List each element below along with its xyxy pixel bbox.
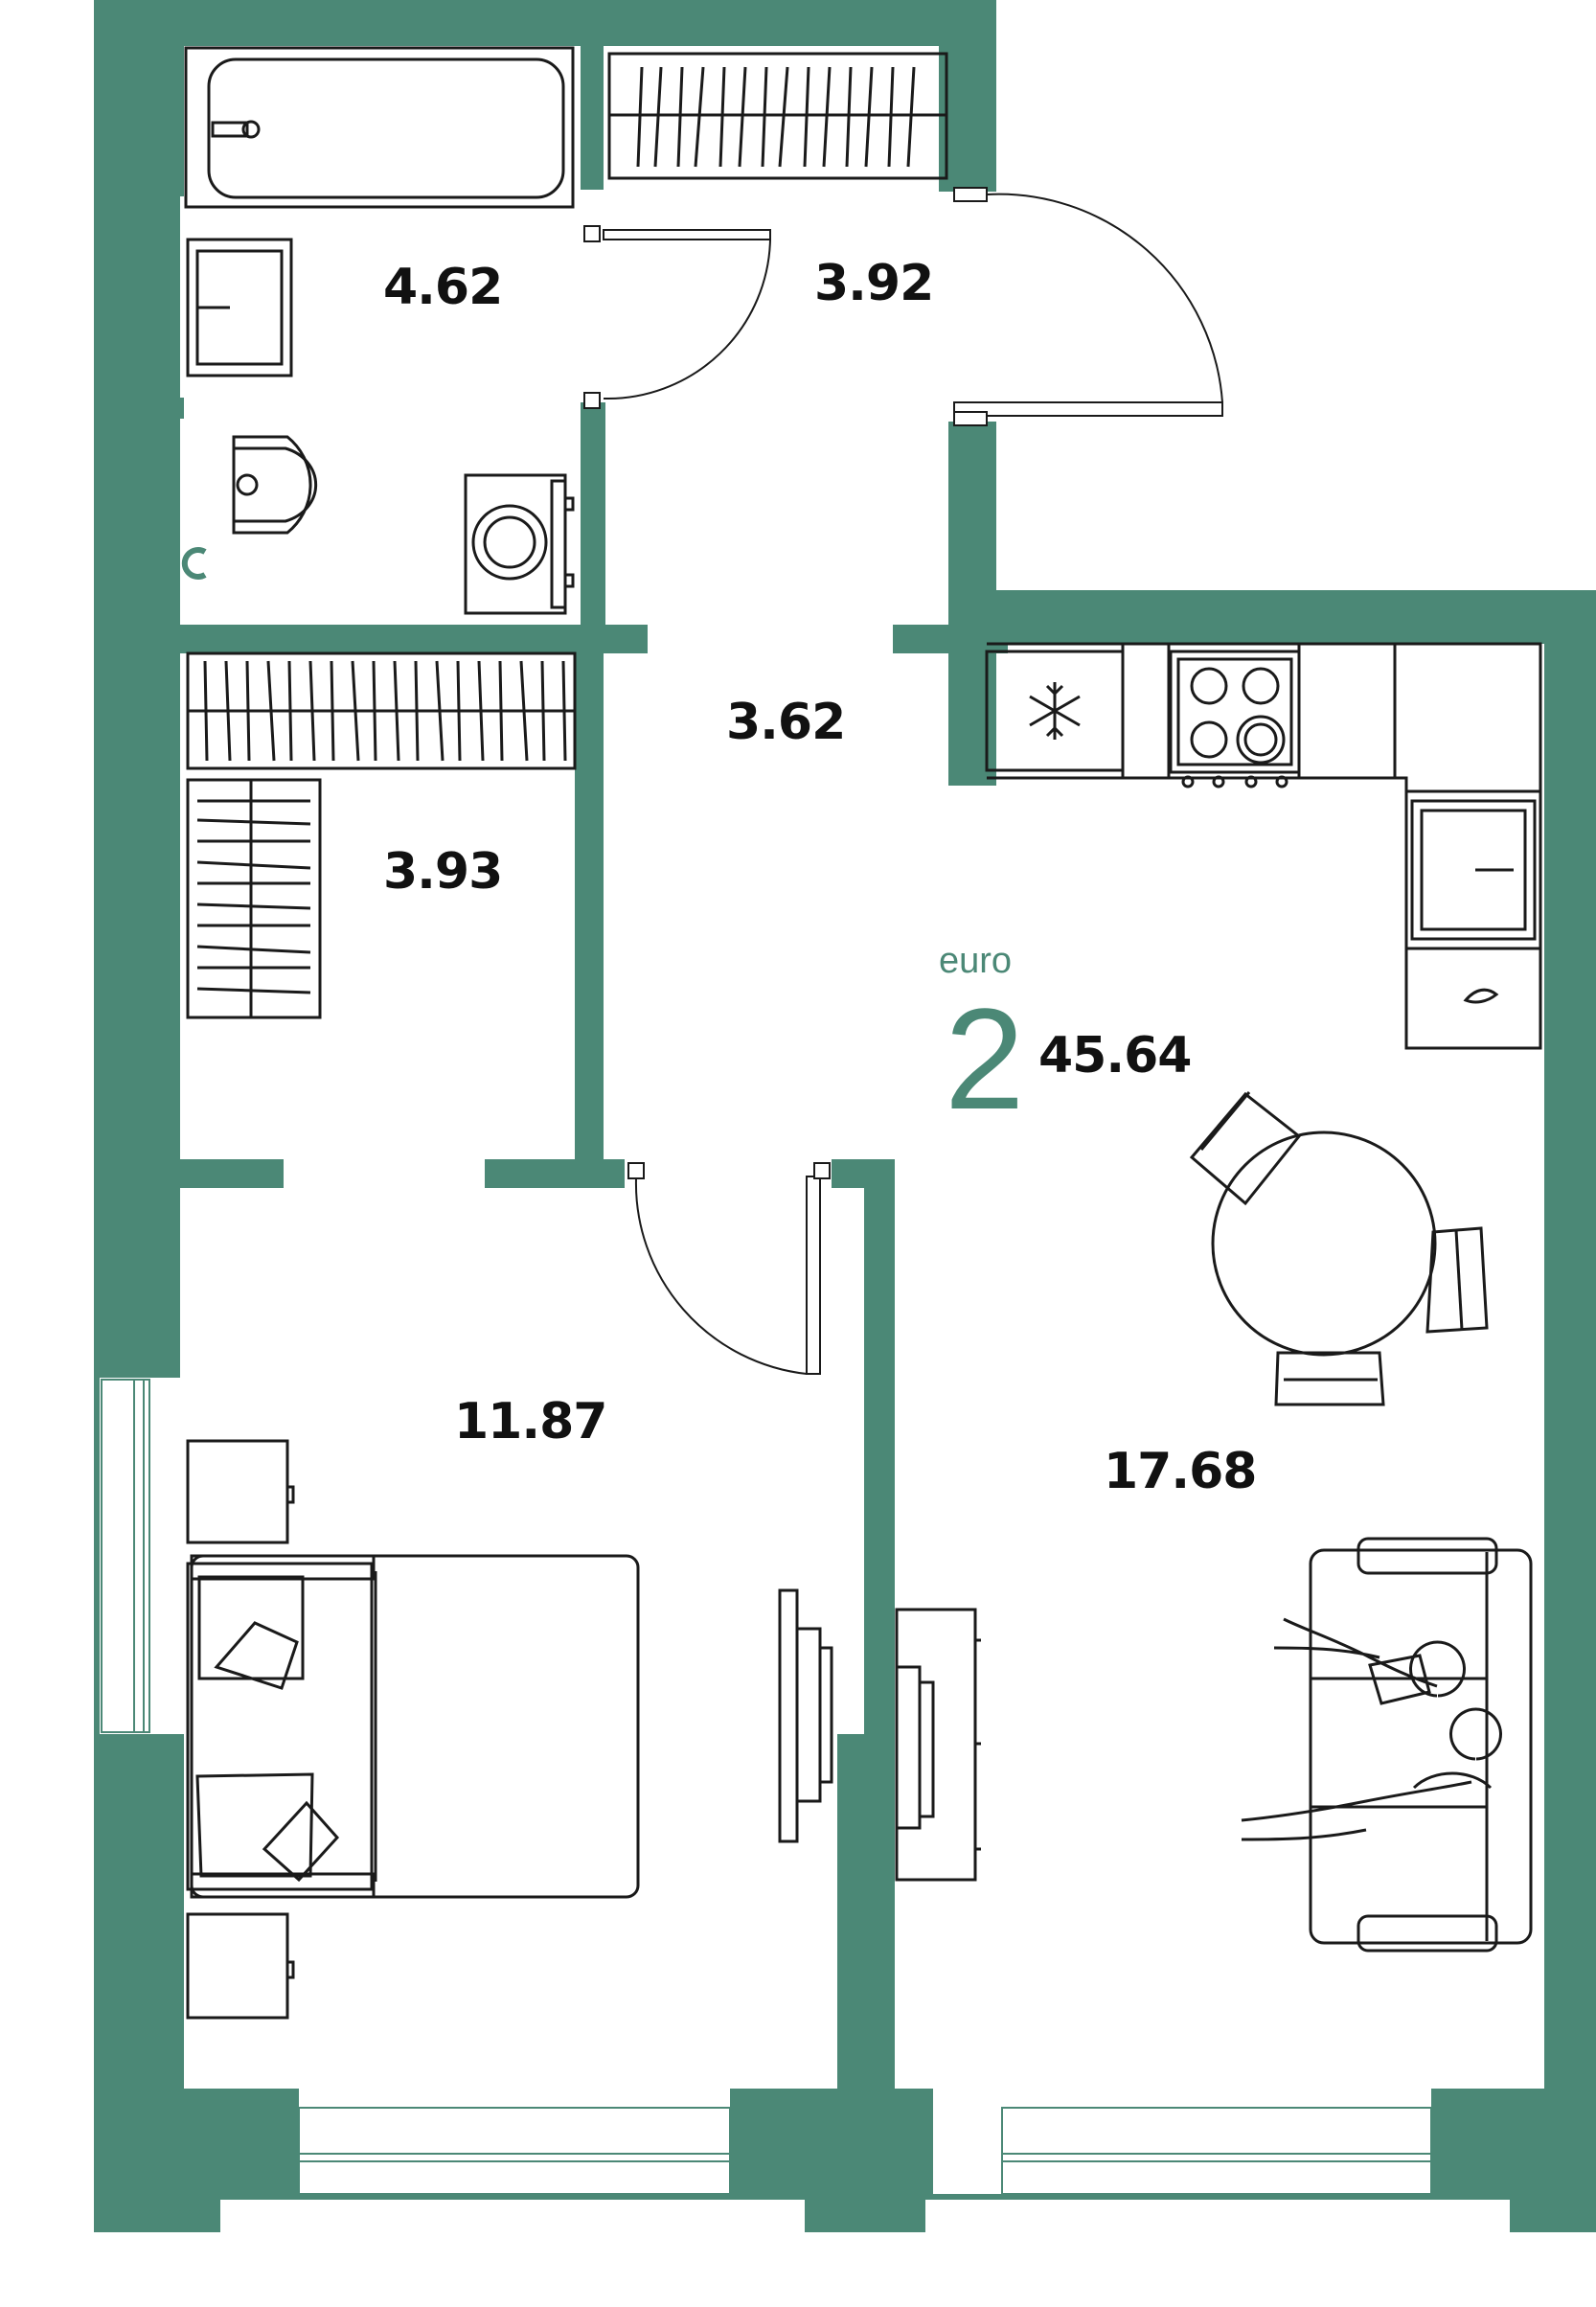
- bed-icon: [186, 1554, 640, 1899]
- bathtub-icon: [184, 46, 575, 209]
- hallway-area-label: 3.92: [814, 255, 934, 312]
- sofa-icon: [1241, 1537, 1533, 1953]
- wardrobe-icon: [186, 778, 322, 1019]
- apartment-type-label: euro: [939, 941, 1013, 981]
- corridor-area-label: 3.62: [726, 694, 846, 751]
- fridge-icon: [985, 650, 1125, 772]
- kitchen-sink-icon: [1410, 799, 1537, 1004]
- washing-machine-icon: [464, 473, 575, 615]
- bathroom-area-label: 4.62: [383, 259, 503, 316]
- door-icon: [583, 187, 1223, 1375]
- rooms-count: 2: [945, 978, 1025, 1139]
- bedroom-area-label: 11.87: [454, 1393, 607, 1450]
- total-area-label: 45.64: [1038, 1027, 1192, 1085]
- toilet-icon: [232, 435, 318, 535]
- bottom-windows: [220, 2200, 1510, 2232]
- dining-table-icon: [1189, 1091, 1489, 1406]
- stove-icon: [1169, 650, 1301, 788]
- wardrobe-icon: [607, 52, 948, 180]
- tv-icon: [895, 1608, 981, 1882]
- wardrobe-icon: [186, 651, 577, 770]
- nightstand-icon: [186, 1439, 295, 2020]
- tv-icon: [778, 1588, 833, 1843]
- window-icon: [100, 1378, 1432, 2195]
- closet-area-label: 3.93: [383, 843, 503, 901]
- living-area-label: 17.68: [1104, 1443, 1257, 1500]
- wall-socket-icon: [181, 547, 207, 580]
- sink-icon: [186, 238, 293, 377]
